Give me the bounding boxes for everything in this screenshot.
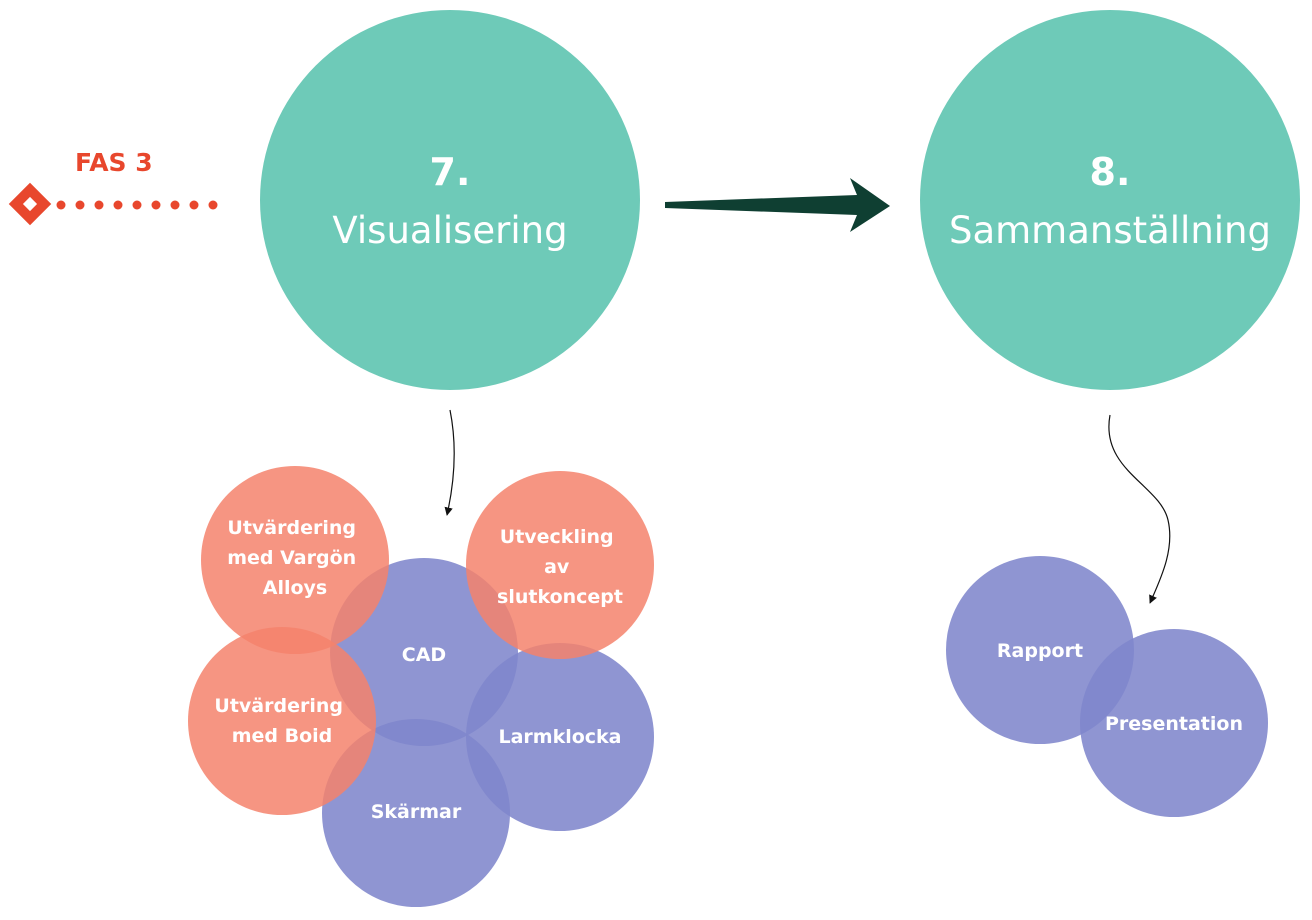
skarmar-label: Skärmar	[371, 801, 462, 823]
step-7-number: 7.	[430, 150, 471, 194]
step-8-name: Sammanställning	[949, 209, 1271, 252]
bubble-presentation	[1080, 629, 1268, 817]
boid-label: Utvärdering med Boid	[214, 695, 349, 747]
step-8-activities: Rapport Presentation	[946, 556, 1268, 817]
connector-arrow-step8	[1108, 414, 1171, 604]
bubble-slutkoncept	[466, 471, 654, 659]
larmklocka-label: Larmklocka	[498, 726, 621, 748]
phase-indicator: FAS 3	[8, 148, 218, 226]
step-transition-arrow	[665, 178, 890, 232]
step-7-node: 7. Visualisering	[260, 10, 640, 390]
step-7-name: Visualisering	[332, 209, 567, 252]
step-8-node: 8. Sammanställning	[920, 10, 1300, 390]
cad-label: CAD	[402, 644, 446, 666]
presentation-label: Presentation	[1105, 713, 1243, 735]
step-8-circle	[920, 10, 1300, 390]
rapport-label: Rapport	[997, 640, 1083, 662]
bubble-boid	[188, 627, 376, 815]
connector-arrow-step7	[444, 409, 455, 516]
phase-dotted-line	[56, 200, 218, 210]
step-8-number: 8.	[1090, 150, 1131, 194]
vargon-label: Utvärdering med Vargön Alloys	[227, 517, 363, 599]
slutkoncept-label: Utveckling av slutkoncept	[497, 526, 623, 608]
bubble-skarmar	[322, 719, 510, 907]
step-7-circle	[260, 10, 640, 390]
bubble-vargon	[201, 466, 389, 654]
bubble-larmklocka	[466, 643, 654, 831]
phase-label: FAS 3	[75, 148, 153, 177]
step-7-activities: Utvärdering med Vargön Alloys Utveckling…	[188, 466, 654, 907]
diamond-icon	[8, 182, 52, 226]
